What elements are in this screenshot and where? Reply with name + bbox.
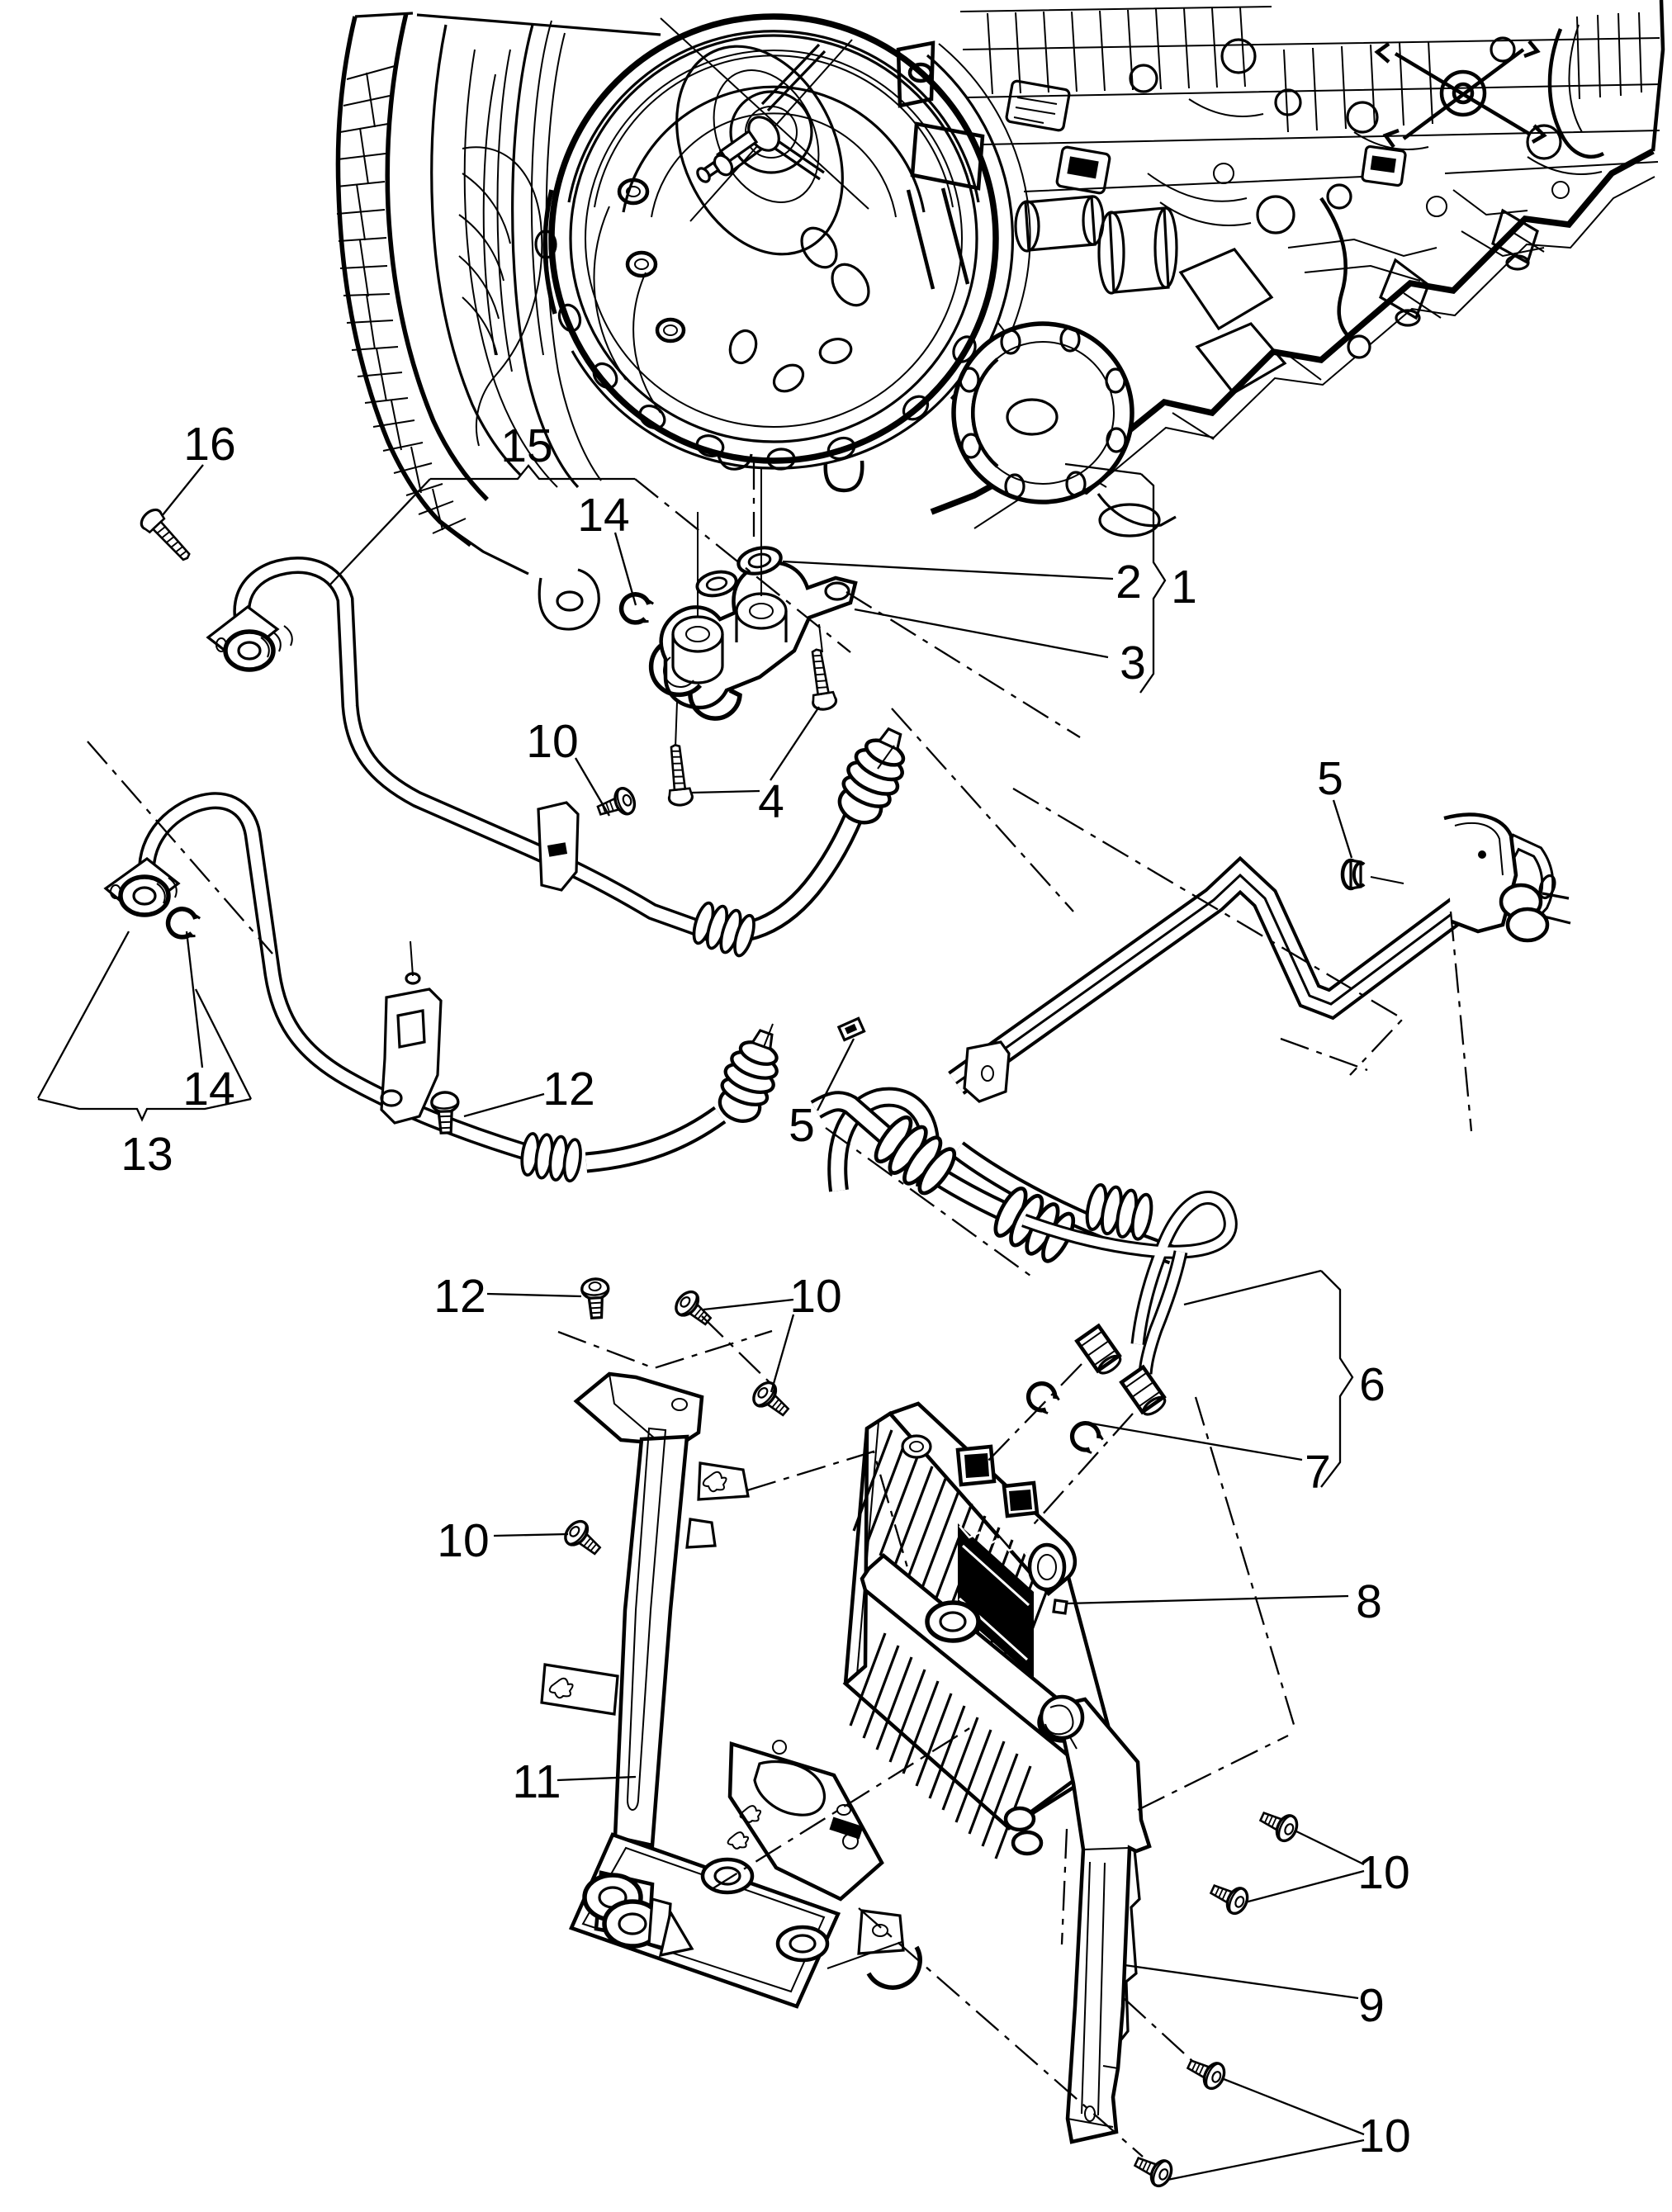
svg-text:13: 13 xyxy=(121,1128,173,1181)
svg-text:14: 14 xyxy=(577,489,629,542)
svg-text:3: 3 xyxy=(1120,637,1146,689)
svg-text:11: 11 xyxy=(512,1755,561,1808)
svg-text:10: 10 xyxy=(526,715,578,768)
svg-text:5: 5 xyxy=(789,1099,815,1152)
svg-text:10: 10 xyxy=(437,1514,489,1567)
svg-text:12: 12 xyxy=(433,1270,485,1323)
svg-text:16: 16 xyxy=(183,418,235,471)
svg-text:10: 10 xyxy=(1357,1846,1409,1899)
svg-text:7: 7 xyxy=(1305,1446,1331,1499)
svg-text:9: 9 xyxy=(1358,1979,1385,2032)
svg-text:10: 10 xyxy=(1358,2110,1410,2162)
svg-text:12: 12 xyxy=(542,1063,594,1115)
svg-text:14: 14 xyxy=(182,1063,234,1115)
svg-text:1: 1 xyxy=(1171,561,1197,613)
svg-text:8: 8 xyxy=(1356,1575,1382,1628)
svg-text:6: 6 xyxy=(1359,1358,1385,1411)
svg-text:2: 2 xyxy=(1115,556,1142,609)
svg-text:4: 4 xyxy=(758,775,784,828)
svg-text:15: 15 xyxy=(500,419,552,472)
svg-text:5: 5 xyxy=(1317,752,1343,805)
svg-text:10: 10 xyxy=(789,1270,841,1323)
